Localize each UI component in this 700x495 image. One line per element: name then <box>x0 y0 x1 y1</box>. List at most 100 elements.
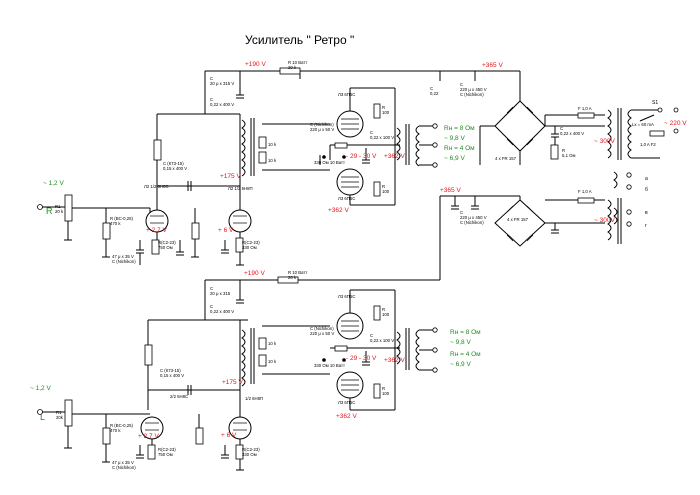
channel-left <box>37 276 440 470</box>
input-label-l: L <box>40 412 45 422</box>
volume-pot-l <box>64 399 73 427</box>
rectifier-bridge-2 <box>494 199 546 247</box>
k73-label-r: C (К73-15)0,15 x 400 V <box>163 161 187 171</box>
supply-v-l: +190 V <box>244 270 265 277</box>
fuse-2-label: F 1,0 A <box>578 189 592 194</box>
ac-voltage-2: ~ 300V <box>594 217 615 224</box>
channel-right <box>37 67 438 265</box>
input-voltage-l: ~ 1,2 V <box>30 385 51 392</box>
bias-res-label-r: 330 Ом 10 Ватт <box>314 160 345 165</box>
rn8-label-l: Rн = 8 Ом <box>450 329 481 336</box>
k73-label-l: C (К73-15)0,15 x 400 V <box>160 368 184 378</box>
out-tube-2-label-r: Л3 6П6С <box>338 196 355 201</box>
speaker-terminal-com-r <box>432 162 438 168</box>
input-jack-r <box>37 204 43 210</box>
fuse-1 <box>577 112 595 119</box>
ac-voltage-1: ~ 300V <box>594 138 615 145</box>
mains-switch <box>639 114 655 122</box>
cathode-v2-r: + 6 V <box>218 227 234 234</box>
input-label-r: R <box>46 206 53 216</box>
speaker-terminal-com-l <box>432 367 438 373</box>
volume-pot-r <box>64 194 73 222</box>
cathode-v1-l: + 2,7 V <box>138 433 159 440</box>
input-voltage-r: ~ 1,2 V <box>43 180 64 187</box>
cath-res-label-r: R(C2-23)750 Ом <box>158 240 176 250</box>
heater-c: в <box>645 210 648 216</box>
anode-v-l: +175 V <box>222 379 243 386</box>
cap220-label-l: C (Nichikon)220 μ x 50 V <box>310 326 334 336</box>
cathode-v2-l: + 6 V <box>221 432 237 439</box>
cath-res2-label-r: R(C2-23)330 Ом <box>242 240 260 250</box>
rectifier-bridge-1 <box>494 100 546 152</box>
speaker-terminal-8-l <box>432 327 438 333</box>
cath-res2-label-l: R(C2-23)330 Ом <box>242 447 260 457</box>
fuse-1-label: F 1,0 A <box>578 106 592 111</box>
diagram-title: Усилитель " Ретро " <box>245 33 354 47</box>
speaker-terminal-4-l <box>432 347 438 353</box>
tube-pi-label-l: 1/2 6Н8П <box>245 396 263 401</box>
heater-a: a <box>645 176 648 182</box>
b-plus-label-2: +365 V <box>440 187 461 194</box>
rectifier-label-2: 4 x FR 157 <box>507 217 529 222</box>
r10k-2-r: 10 k <box>268 158 277 163</box>
screen-v-1-r: +362 V <box>384 153 405 160</box>
bias-v-r: - 29 - 30 V <box>346 153 377 160</box>
speaker-terminal-4-r <box>432 142 438 148</box>
rn8-v-l: ~ 9,8 V <box>450 339 471 346</box>
rn4-label-r: Rн = 4 Ом <box>444 145 475 152</box>
dropping-resistor-l <box>277 276 299 284</box>
bias-v-l: - 29 - 30 V <box>346 355 377 362</box>
screen-v-2-l: +362 V <box>336 413 357 420</box>
cathode-v1-r: + 2,7 V <box>146 227 167 234</box>
out-tube-2-label-l: Л3 6П6С <box>338 400 355 405</box>
rn8-label-r: Rн = 8 Ом <box>444 125 475 132</box>
bias-res-label-l: 330 Ом 10 Ватт <box>314 363 345 368</box>
b-plus-label: +365 V <box>482 62 503 69</box>
mains-voltage: ~ 220 V <box>664 120 687 127</box>
power-supply-1 <box>205 70 679 280</box>
ground-symbols <box>64 239 244 471</box>
rn4-label-l: Rн = 4 Ом <box>450 351 481 358</box>
dropping-resistor-r <box>279 67 301 75</box>
heater-d: г <box>645 223 647 229</box>
cap220-label-r: C (Nichikon)220 μ x 50 V <box>310 122 334 132</box>
tube-in-label-r: Л2 1/2 6Н8С <box>144 184 169 189</box>
grid-res-label-r: R (BC-0,25)470 k <box>110 216 133 226</box>
heater-b: б <box>645 187 648 193</box>
r10k-2-l: 10 k <box>268 359 277 364</box>
rectifier-label-1: 4 x FR 157 <box>495 156 517 161</box>
out-tube-1-label-l: Л3 6П6С <box>338 294 355 299</box>
grid-res-label-l: R (BC-0,25)470 k <box>110 423 133 433</box>
screen-v-2-r: +362 V <box>328 207 349 214</box>
rn8-v-r: ~ 9,8 V <box>444 135 465 142</box>
lamp-label: Lx = 60 mA <box>632 122 654 127</box>
speaker-terminal-8-r <box>432 123 438 129</box>
r10k-1-r: 10 k <box>268 142 277 147</box>
r10k-1-l: 10 k <box>268 341 277 346</box>
fuse-3-label: 1,0 A F2 <box>640 142 656 147</box>
rn4-v-l: ~ 6,9 V <box>450 361 471 368</box>
out-tube-1-label-r: Л3 6П6С <box>338 92 355 97</box>
supply-v-r: +190 V <box>245 61 266 68</box>
rn4-v-r: ~ 6,9 V <box>444 155 465 162</box>
switch-label: S1 <box>652 100 658 106</box>
cath-res-label-l: R(C2-23)750 Ом <box>158 447 176 457</box>
